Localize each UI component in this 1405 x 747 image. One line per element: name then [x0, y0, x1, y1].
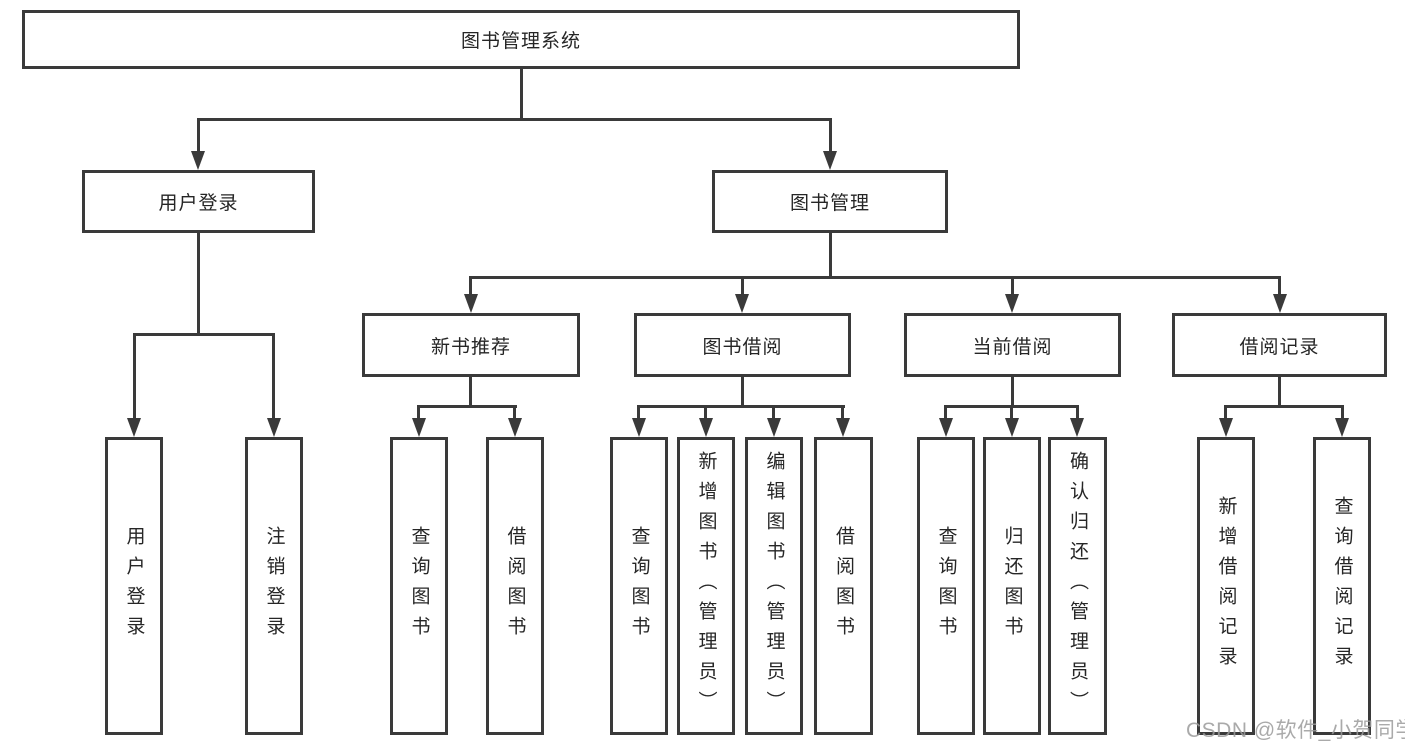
- leaf-label: 查询图书: [408, 526, 430, 646]
- connector-line: [417, 405, 517, 408]
- arrow-down-icon: [127, 418, 141, 437]
- arrow-down-icon: [632, 418, 646, 437]
- connector-line: [197, 118, 832, 121]
- connector-line: [1076, 405, 1079, 421]
- arrow-down-icon: [823, 151, 837, 170]
- connector-line: [197, 118, 200, 153]
- connector-line: [704, 405, 707, 421]
- connector-line: [1341, 405, 1344, 421]
- connector-line: [741, 276, 744, 297]
- arrow-down-icon: [699, 418, 713, 437]
- connector-line: [520, 69, 523, 120]
- connector-line: [741, 377, 744, 408]
- leaf-borrow-books: 借阅图书: [814, 437, 873, 735]
- arrow-down-icon: [1005, 294, 1019, 313]
- arrow-down-icon: [767, 418, 781, 437]
- connector-line: [637, 405, 845, 408]
- node-book-management: 图书管理: [712, 170, 948, 233]
- connector-line: [197, 233, 200, 336]
- leaf-borrow-books-recommend: 借阅图书: [486, 437, 544, 735]
- arrow-down-icon: [1070, 418, 1084, 437]
- leaf-label: 确认归还（管理员）: [1067, 451, 1088, 721]
- arrow-down-icon: [1273, 294, 1287, 313]
- connector-line: [1010, 405, 1013, 421]
- leaf-query-books-recommend: 查询图书: [390, 437, 448, 735]
- connector-line: [944, 405, 947, 421]
- leaf-label: 归还图书: [1001, 526, 1023, 646]
- node-new-book-recommend: 新书推荐: [362, 313, 580, 377]
- leaf-logout: 注销登录: [245, 437, 303, 735]
- connector-line: [1011, 377, 1014, 408]
- leaf-label: 查询借阅记录: [1331, 496, 1353, 676]
- node-borrow-records: 借阅记录: [1172, 313, 1387, 377]
- leaf-label: 查询图书: [628, 526, 650, 646]
- leaf-label: 新增借阅记录: [1215, 496, 1237, 676]
- node-label: 图书借阅: [702, 336, 783, 358]
- connector-line: [841, 405, 844, 421]
- connector-line: [637, 405, 640, 421]
- leaf-return-books: 归还图书: [983, 437, 1041, 735]
- connector-line: [417, 405, 420, 421]
- csdn-watermark: CSDN @软件_小贺同学: [1186, 719, 1405, 742]
- arrow-down-icon: [836, 418, 850, 437]
- arrow-down-icon: [191, 151, 205, 170]
- arrow-down-icon: [464, 294, 478, 313]
- leaf-label: 注销登录: [263, 526, 285, 646]
- connector-line: [513, 405, 516, 421]
- leaf-add-borrow-record: 新增借阅记录: [1197, 437, 1255, 735]
- arrow-down-icon: [735, 294, 749, 313]
- leaf-query-borrow-record: 查询借阅记录: [1313, 437, 1371, 735]
- node-label: 图书管理系统: [460, 31, 581, 52]
- arrow-down-icon: [508, 418, 522, 437]
- leaf-query-books-borrow: 查询图书: [610, 437, 668, 735]
- leaf-label: 新增图书（管理员）: [695, 451, 717, 721]
- arrow-down-icon: [267, 418, 281, 437]
- leaf-confirm-return-admin: 确认归还（管理员）: [1048, 437, 1107, 735]
- node-book-borrow: 图书借阅: [634, 313, 851, 377]
- arrow-down-icon: [1335, 418, 1349, 437]
- leaf-edit-books-admin: 编辑图书（管理员）: [745, 437, 803, 735]
- connector-line: [272, 333, 275, 421]
- connector-line: [469, 377, 472, 408]
- connector-line: [133, 333, 275, 336]
- connector-line: [772, 405, 775, 421]
- node-label: 借阅记录: [1239, 336, 1320, 358]
- connector-line: [829, 233, 832, 279]
- connector-line: [133, 333, 136, 421]
- arrow-down-icon: [1219, 418, 1233, 437]
- connector-line: [1224, 405, 1344, 408]
- connector-line: [1224, 405, 1227, 421]
- node-label: 图书管理: [789, 193, 870, 214]
- arrow-down-icon: [939, 418, 953, 437]
- connector-line: [1278, 276, 1281, 297]
- leaf-label: 编辑图书（管理员）: [763, 451, 785, 721]
- node-label: 新书推荐: [430, 336, 511, 358]
- connector-line: [470, 276, 1281, 279]
- arrow-down-icon: [412, 418, 426, 437]
- node-library-management-system: 图书管理系统: [22, 10, 1020, 69]
- arrow-down-icon: [1005, 418, 1019, 437]
- node-label: 用户登录: [158, 193, 239, 214]
- leaf-label: 查询图书: [935, 526, 957, 646]
- connector-line: [1011, 276, 1014, 297]
- leaf-add-books-admin: 新增图书（管理员）: [677, 437, 735, 735]
- node-user-login: 用户登录: [82, 170, 315, 233]
- connector-line: [469, 276, 472, 297]
- leaf-label: 用户登录: [123, 526, 145, 646]
- leaf-label: 借阅图书: [504, 526, 526, 646]
- leaf-user-login: 用户登录: [105, 437, 163, 735]
- leaf-query-books-current: 查询图书: [917, 437, 975, 735]
- leaf-label: 借阅图书: [833, 526, 854, 646]
- connector-line: [829, 118, 832, 153]
- connector-line: [1278, 377, 1281, 408]
- node-current-borrow: 当前借阅: [904, 313, 1121, 377]
- node-label: 当前借阅: [972, 336, 1053, 358]
